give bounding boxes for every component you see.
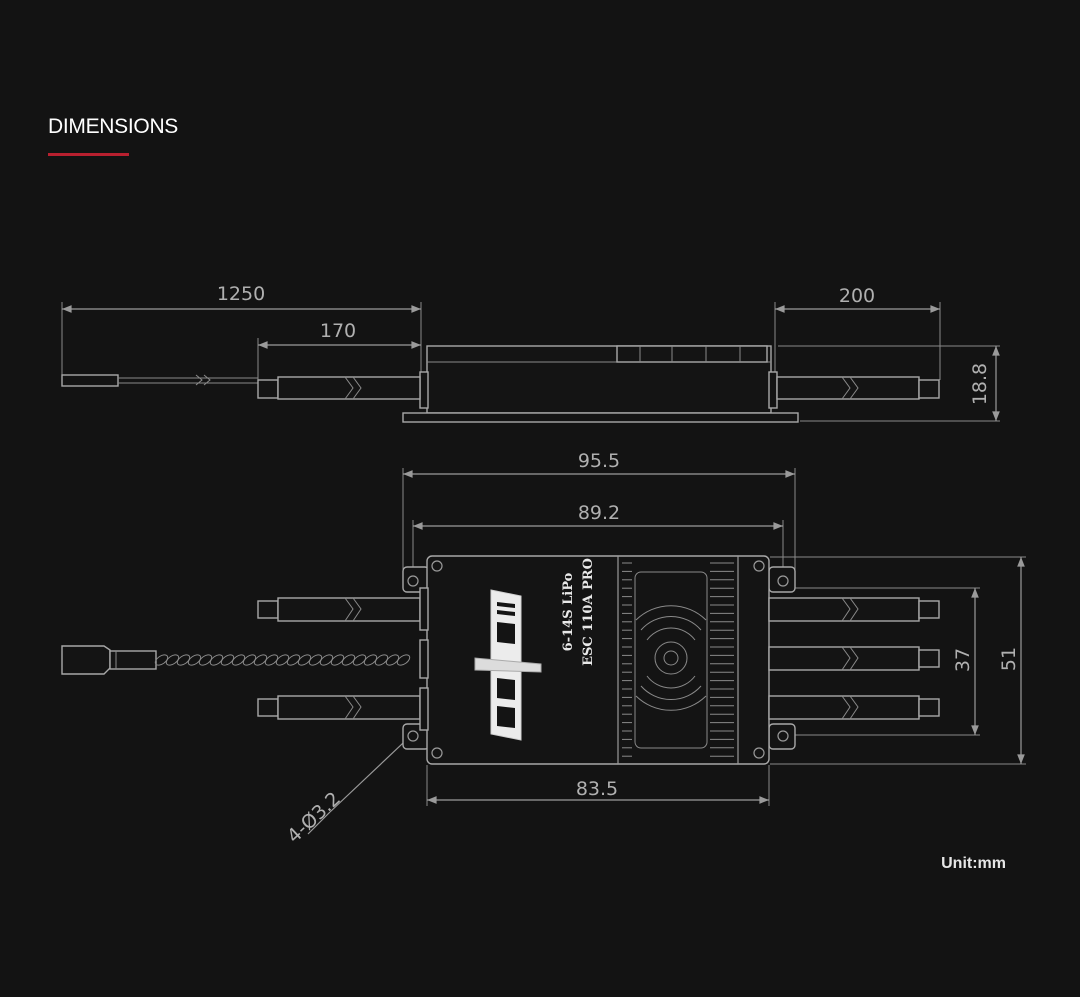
top-view: 95.5 89.2 83.5 37 51 [61,450,1026,848]
side-motor-cable [776,376,940,400]
product-label-line1: 6-14S LiPo [561,572,576,651]
dim-hole-spacing-y: 37 [790,587,980,736]
side-body [402,345,799,423]
dim-mount-width: 95.5 [402,450,796,575]
dim-body-width: 51 [770,556,1026,765]
dim-body-width-label: 51 [998,647,1020,671]
dim-mount-width-label: 95.5 [578,450,620,472]
product-label: 6-14S LiPo ESC 110A PRO [561,558,596,666]
dim-cable-sleeve-label: 170 [320,320,356,342]
dim-hole-spacing-y-label: 37 [952,648,974,672]
dim-mount-holes-label: 4-Ø3.2 [283,788,345,848]
dim-body-length: 83.5 [426,765,770,806]
side-view: 1250 170 200 18.8 [61,283,1000,423]
dim-cable-total: 1250 [61,283,422,378]
dim-hole-spacing-x: 89.2 [412,502,784,580]
unit-label: Unit:mm [941,855,1006,872]
side-signal-cable [61,374,421,400]
dim-motor-lead: 200 [774,285,941,380]
dim-height: 18.8 [778,345,1000,422]
product-label-line2: ESC 110A PRO [581,558,596,666]
motor-leads [768,597,940,720]
signal-cable [61,645,411,675]
dim-cable-sleeve: 170 [257,320,421,380]
dim-height-label: 18.8 [969,363,991,405]
dim-motor-lead-label: 200 [839,285,875,307]
mount-tabs [402,566,796,750]
battery-leads [257,587,429,731]
dim-hole-spacing-x-label: 89.2 [578,502,620,524]
heatsink [617,555,739,765]
corner-holes [431,560,765,759]
dim-cable-total-label: 1250 [217,283,265,305]
page-title: DIMENSIONS [48,115,179,138]
dim-body-length-label: 83.5 [576,778,618,800]
brand-logo [474,589,542,741]
title-underline [48,153,129,156]
